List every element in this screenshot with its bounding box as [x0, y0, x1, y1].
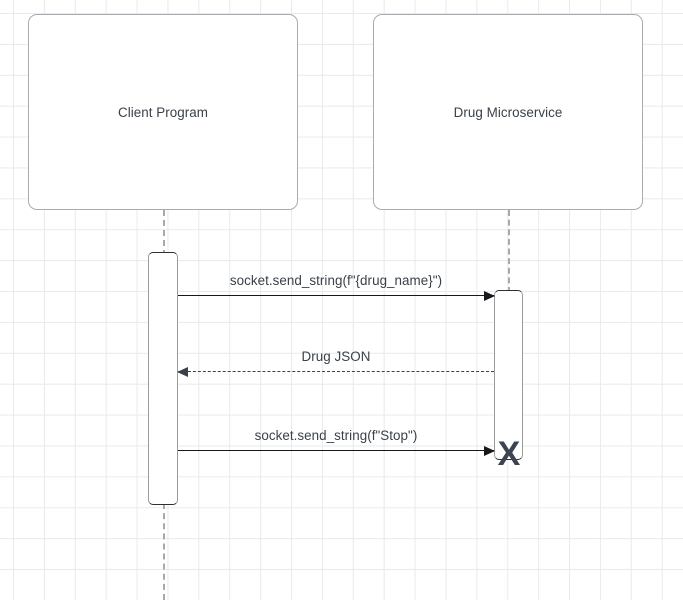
arrowhead-left-icon: [177, 366, 188, 377]
participant-label-drug-microservice: Drug Microservice: [453, 104, 563, 120]
message-label-response: Drug JSON: [301, 349, 371, 364]
lifeline-drug-microservice-upper: [508, 210, 510, 293]
participant-box-drug-microservice[interactable]: Drug Microservice: [373, 14, 643, 210]
activation-bar-drug-microservice[interactable]: [494, 290, 523, 460]
arrowhead-right-icon: [484, 290, 495, 301]
activation-bar-client-program[interactable]: [148, 252, 178, 505]
participant-label-client-program: Client Program: [117, 104, 208, 120]
lifeline-client-program-lower: [163, 503, 165, 600]
participant-box-client-program[interactable]: Client Program: [28, 14, 298, 210]
message-label-stop: socket.send_string(f"Stop"): [254, 428, 418, 443]
message-line-request: [178, 290, 495, 301]
message-label-request: socket.send_string(f"{drug_name}"): [229, 273, 443, 288]
message-line-stop: [178, 445, 495, 456]
message-line-response: [177, 366, 494, 377]
destruction-x-icon: X: [497, 435, 521, 473]
arrowhead-right-icon: [484, 445, 495, 456]
lifeline-client-program-upper: [163, 210, 165, 256]
